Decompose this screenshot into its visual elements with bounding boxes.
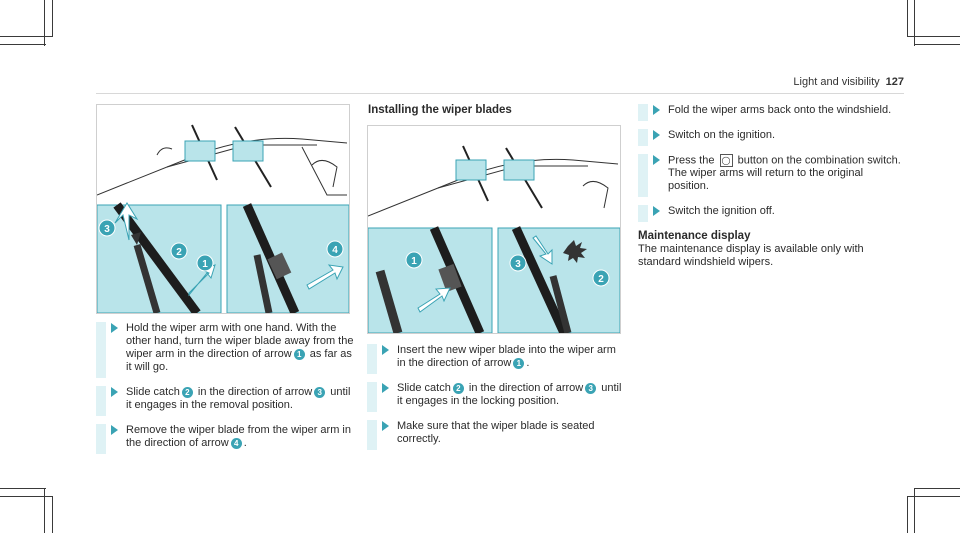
- removal-steps: Hold the wiper arm with one hand. With t…: [96, 322, 354, 462]
- callout-number: 4: [230, 437, 242, 449]
- crop-mark: [907, 36, 960, 37]
- step-bar: [96, 386, 106, 416]
- step: Insert the new wiper blade into the wipe…: [367, 344, 625, 374]
- step-bar: [367, 382, 377, 412]
- crop-mark: [914, 488, 915, 533]
- section-title: Light and visibility: [793, 76, 880, 88]
- crop-mark: [914, 488, 960, 489]
- step-text: Make sure that the wiper blade is seated…: [397, 420, 595, 445]
- step: Switch the ignition off.: [638, 205, 904, 223]
- step: Remove the wiper blade from the wiper ar…: [96, 424, 354, 454]
- crop-mark: [907, 0, 908, 36]
- figure-label: 3: [104, 224, 110, 235]
- step-arrow-icon: [382, 383, 389, 393]
- crop-mark: [0, 488, 46, 489]
- crop-mark: [52, 0, 53, 36]
- step-text: Slide catch: [126, 386, 180, 398]
- step-text: in the direction of arrow: [465, 382, 584, 394]
- step-text: until it engages in the removal position…: [126, 386, 351, 411]
- step-bar: [367, 420, 377, 450]
- right-column: Fold the wiper arms back onto the windsh…: [638, 104, 904, 269]
- crop-mark: [907, 496, 908, 533]
- running-header: Light and visibility 127: [793, 76, 904, 88]
- callout-number: 1: [293, 348, 305, 360]
- step-bar: [367, 344, 377, 374]
- step-arrow-icon: [653, 206, 660, 217]
- step-text: Press the: [668, 154, 715, 167]
- wiper-button-icon: ◯: [719, 154, 733, 167]
- callout-number: 1: [513, 357, 525, 369]
- step-text: The wiper arms will return to the origin…: [668, 167, 864, 193]
- maintenance-heading: Maintenance display: [638, 230, 751, 243]
- crop-mark: [44, 0, 45, 46]
- callout-number: 2: [452, 382, 464, 394]
- callout-number: 3: [585, 382, 597, 394]
- crop-mark: [0, 496, 53, 497]
- crop-mark: [44, 488, 45, 533]
- step-text: Fold the wiper arms back onto the windsh…: [668, 104, 892, 116]
- install-steps: Insert the new wiper blade into the wipe…: [367, 344, 625, 458]
- step: Hold the wiper arm with one hand. With t…: [96, 322, 354, 378]
- figure-label: 3: [515, 259, 521, 270]
- step-arrow-icon: [653, 155, 660, 165]
- step-arrow-icon: [653, 105, 660, 115]
- step-bar: [638, 205, 648, 223]
- step-text: Insert the new wiper blade into the wipe…: [397, 344, 616, 369]
- step-arrow-icon: [382, 421, 389, 431]
- page-number: 127: [885, 76, 904, 88]
- figure-label: 1: [202, 259, 208, 270]
- step-bar: [638, 154, 648, 198]
- figure-label: 4: [332, 245, 338, 256]
- wiper-install-figure: 1 3 2: [367, 125, 621, 335]
- step-text: Switch on the ignition.: [668, 129, 776, 141]
- step-bar: [638, 129, 648, 146]
- step-bar: [96, 424, 106, 454]
- step-text: button on the combination switch.: [737, 154, 901, 167]
- crop-mark: [52, 496, 53, 533]
- wiper-removal-illustration: 3 2 1 4: [96, 124, 350, 316]
- step: Switch on the ignition.: [638, 129, 904, 146]
- figure-label: 2: [598, 274, 604, 285]
- figure-label: 1: [411, 256, 417, 267]
- step-text: .: [243, 437, 247, 449]
- wiper-install-illustration: 1 3 2: [367, 145, 621, 335]
- figure-label: 2: [176, 247, 182, 258]
- callout-number: 3: [314, 386, 326, 398]
- step: Press the ◯ button on the combination sw…: [638, 154, 904, 198]
- callout-number: 2: [181, 386, 193, 398]
- step-text: Switch the ignition off.: [668, 205, 775, 218]
- step-arrow-icon: [111, 323, 118, 333]
- step-arrow-icon: [111, 425, 118, 435]
- step-text: Remove the wiper blade from the wiper ar…: [126, 424, 351, 449]
- crop-mark: [0, 44, 46, 45]
- step-arrow-icon: [382, 345, 389, 355]
- header-rule: [96, 93, 904, 94]
- step-text: Slide catch: [397, 382, 451, 394]
- step: Make sure that the wiper blade is seated…: [367, 420, 625, 450]
- section-heading: Installing the wiper blades: [368, 104, 512, 116]
- step-text: .: [526, 357, 530, 369]
- maintenance-text: The maintenance display is available onl…: [638, 243, 864, 269]
- step-arrow-icon: [653, 130, 660, 140]
- step-bar: [96, 322, 106, 378]
- crop-mark: [0, 36, 53, 37]
- step-text: as far as it will go.: [126, 348, 352, 373]
- step-text: in the direction of arrow: [194, 386, 313, 398]
- step-arrow-icon: [111, 387, 118, 397]
- wiper-removal-figure: 3 2 1 4: [96, 104, 350, 316]
- crop-mark: [914, 44, 960, 45]
- installing-title-block: Installing the wiper blades: [368, 104, 628, 117]
- step-text: Hold the wiper arm with one hand. With t…: [126, 322, 354, 360]
- step-text: until it engages in the locking position…: [397, 382, 622, 407]
- crop-mark: [914, 0, 915, 46]
- step-bar: [638, 104, 648, 121]
- crop-mark: [907, 496, 960, 497]
- step: Fold the wiper arms back onto the windsh…: [638, 104, 904, 121]
